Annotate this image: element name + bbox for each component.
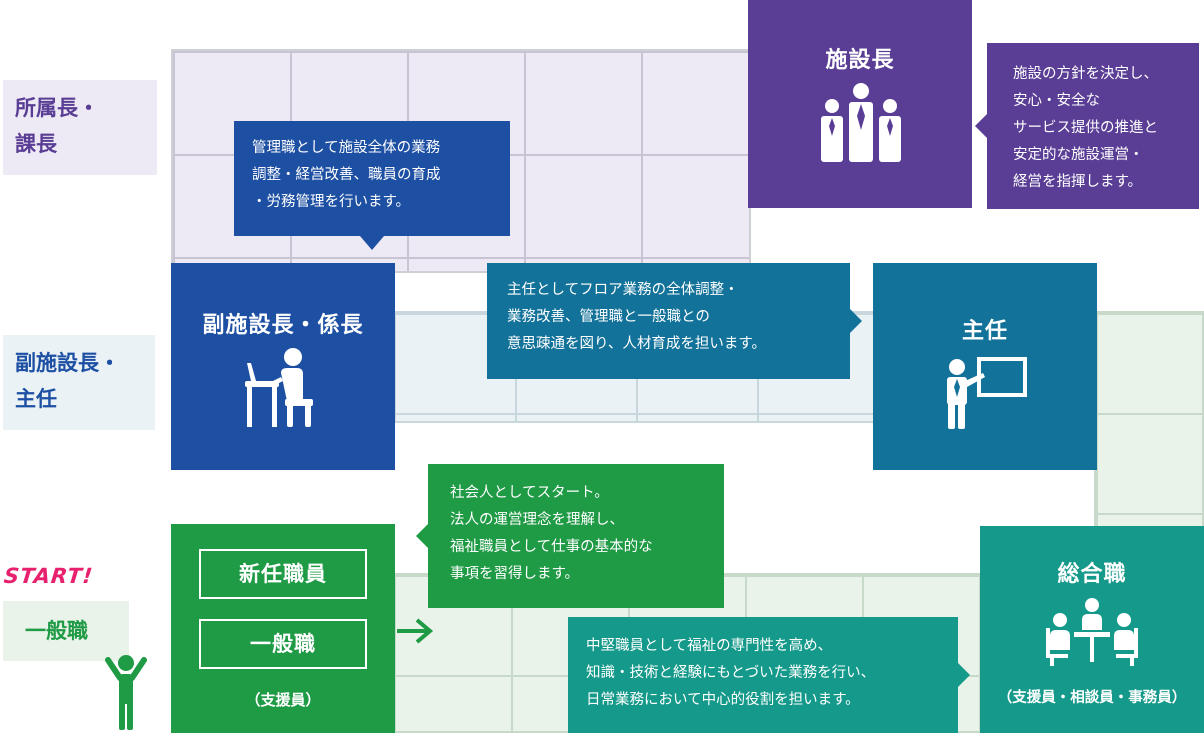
person-presenting-board-icon [947,357,1027,429]
vice-director-title: 副施設長・係長 [202,313,364,338]
vice-director-box: 副施設長・係長 [171,263,395,470]
chief-title: 主任 [961,319,1008,344]
entry-note-text: 社会人としてスタート。 法人の運営理念を理解し、 福祉職員として仕事の基本的な … [450,485,653,582]
general-career-note: 中堅職員として福祉の専門性を高め、 知識・技術と経験にもとづいた業務を行い、 日… [568,617,970,733]
chief-note: 主任としてフロア業務の全体調整・ 業務改善、管理職と一般職との 意思疎通を図り、… [487,263,862,379]
grid-band-right-vertical [1094,311,1204,551]
tier-label-middle: 副施設長・ 主任 [3,335,155,430]
arrow-right-icon [397,618,434,644]
general-staff-label: 一般職 [199,619,367,669]
chief-box: 主任 [873,263,1097,470]
vice-director-note: 管理職として施設全体の業務 調整・経営改善、職員の育成 ・労務管理を行います。 [234,121,510,250]
person-at-desk-icon [245,348,313,427]
director-note-text: 施設の方針を決定し、 安心・安全な サービス提供の推進と 安定的な施設運営・ 経… [1013,66,1158,190]
entry-box: 新任職員 一般職 （支援員） [171,524,395,733]
director-note: 施設の方針を決定し、 安心・安全な サービス提供の推進と 安定的な施設運営・ 経… [975,43,1199,209]
meeting-table-icon [1046,598,1138,666]
general-career-box: 総合職 （支援員・相談員・事務員） [980,526,1204,733]
director-box: 施設長 [748,0,972,208]
vice-director-note-text: 管理職として施設全体の業務 調整・経営改善、職員の育成 ・労務管理を行います。 [252,140,441,210]
general-career-sub-label: （支援員・相談員・事務員） [997,690,1187,706]
entry-note: 社会人としてスタート。 法人の運営理念を理解し、 福祉職員として仕事の基本的な … [416,464,724,608]
director-title: 施設長 [825,48,895,73]
person-cheering-icon [105,655,147,730]
entry-sub-label: （支援員） [245,691,321,709]
tier-label-bottom: 一般職 [3,601,129,661]
new-staff-label: 新任職員 [199,549,367,599]
general-career-title: 総合職 [1057,562,1127,587]
chief-note-text: 主任としてフロア業務の全体調整・ 業務改善、管理職と一般職との 意思疎通を図り、… [507,282,766,352]
tier-label-top: 所属長・ 課長 [3,80,157,175]
general-career-note-text: 中堅職員として福祉の専門性を高め、 知識・技術と経験にもとづいた業務を行い、 日… [586,638,876,708]
start-label: START! [2,564,95,588]
group-people-icon [821,83,901,162]
